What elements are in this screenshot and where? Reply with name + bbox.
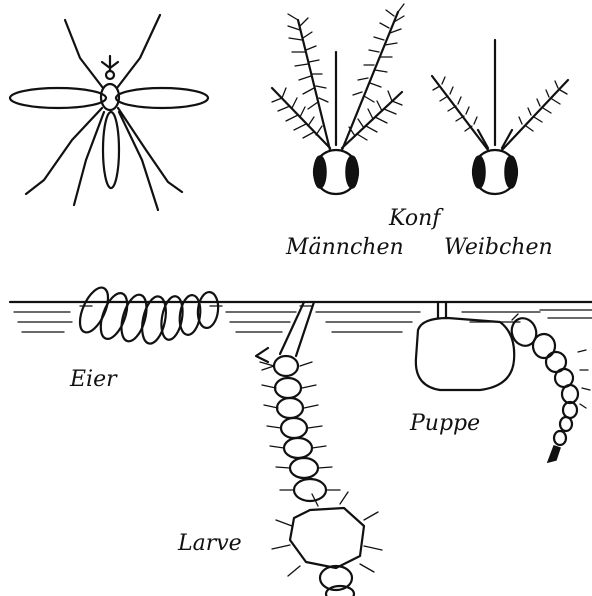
head-title-label: Konf xyxy=(388,206,444,231)
female-head xyxy=(432,40,568,194)
eggs-label: Eier xyxy=(69,367,118,392)
larva xyxy=(256,302,382,596)
egg-raft xyxy=(74,284,220,346)
larva-label: Larve xyxy=(177,531,242,556)
adult-mosquito xyxy=(10,15,208,210)
female-label: Weibchen xyxy=(444,235,553,260)
pupa-label: Puppe xyxy=(409,411,480,436)
pupa xyxy=(416,302,590,462)
male-label: Männchen xyxy=(285,235,404,260)
male-head xyxy=(272,4,404,194)
